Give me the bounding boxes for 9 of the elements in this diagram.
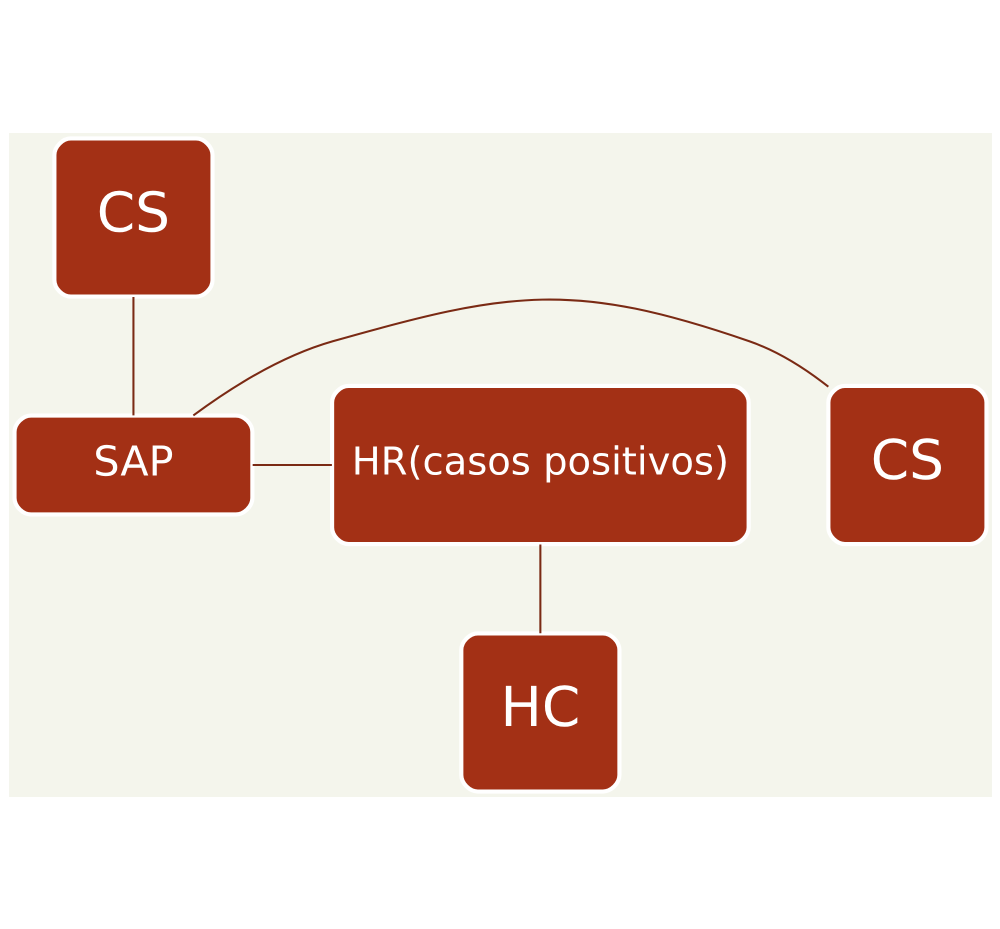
node-box: CS: [826, 383, 988, 546]
node-box: HC: [458, 630, 621, 794]
connector: [192, 298, 828, 416]
node-box: SAP: [12, 412, 254, 516]
node-box: HR(casos positivos): [330, 383, 750, 546]
connector: [252, 463, 332, 466]
connector: [132, 296, 134, 415]
node-box: CS: [52, 136, 214, 298]
connector: [538, 544, 541, 633]
